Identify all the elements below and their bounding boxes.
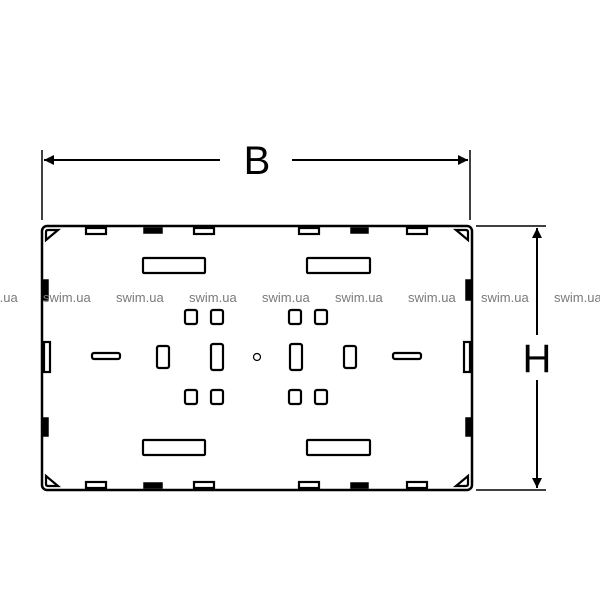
edge-tab [350,482,369,489]
square-hole [209,388,225,406]
edge-tab [405,226,429,236]
watermark: swim.ua [335,290,383,305]
watermark: swim.ua [0,290,18,305]
corner-tab [452,228,470,243]
slot [141,256,207,275]
height-label: H [523,337,552,381]
watermark: swim.ua [189,290,237,305]
corner-tab [452,473,470,488]
square-hole [209,308,225,326]
square-hole [313,308,329,326]
edge-tab [143,227,163,234]
horizontal-slot [90,351,122,361]
slot [305,256,372,275]
width-dimension: B [41,139,471,220]
vertical-slot [155,344,171,370]
edge-tab [143,482,163,489]
side-tab [42,279,49,301]
watermark: swim.ua [262,290,310,305]
width-label: B [244,139,271,183]
edge-tab [350,227,369,234]
edge-tab [297,480,321,490]
vertical-slot [342,344,358,370]
side-tab [42,417,49,437]
square-hole [287,388,303,406]
watermark: swim.ua [554,290,600,305]
edge-tab [297,226,321,236]
edge-tab [84,226,108,236]
square-hole [183,308,199,326]
vertical-slot [209,342,225,372]
corner-tab [44,228,62,243]
side-tab [465,417,472,437]
square-hole [313,388,329,406]
edge-tab [192,480,216,490]
edge-tab [405,480,429,490]
corner-tab [44,473,62,488]
square-hole [287,308,303,326]
height-dimension: H [476,225,552,491]
edge-tab [84,480,108,490]
watermark: swim.ua [116,290,164,305]
plate [40,224,474,492]
watermark: swim.ua [408,290,456,305]
vertical-slot [288,342,304,372]
watermark: swim.ua [43,290,91,305]
square-hole [183,388,199,406]
slot [141,438,207,457]
horizontal-slot [391,351,423,361]
watermark: swim.ua [481,290,529,305]
side-tab [465,279,472,301]
edge-tab [192,226,216,236]
watermark-row: swim.ua swim.ua swim.ua swim.ua swim.ua … [0,290,600,305]
side-tab [42,340,52,374]
slot [305,438,372,457]
center-hole [252,352,262,362]
side-tab [462,340,472,374]
